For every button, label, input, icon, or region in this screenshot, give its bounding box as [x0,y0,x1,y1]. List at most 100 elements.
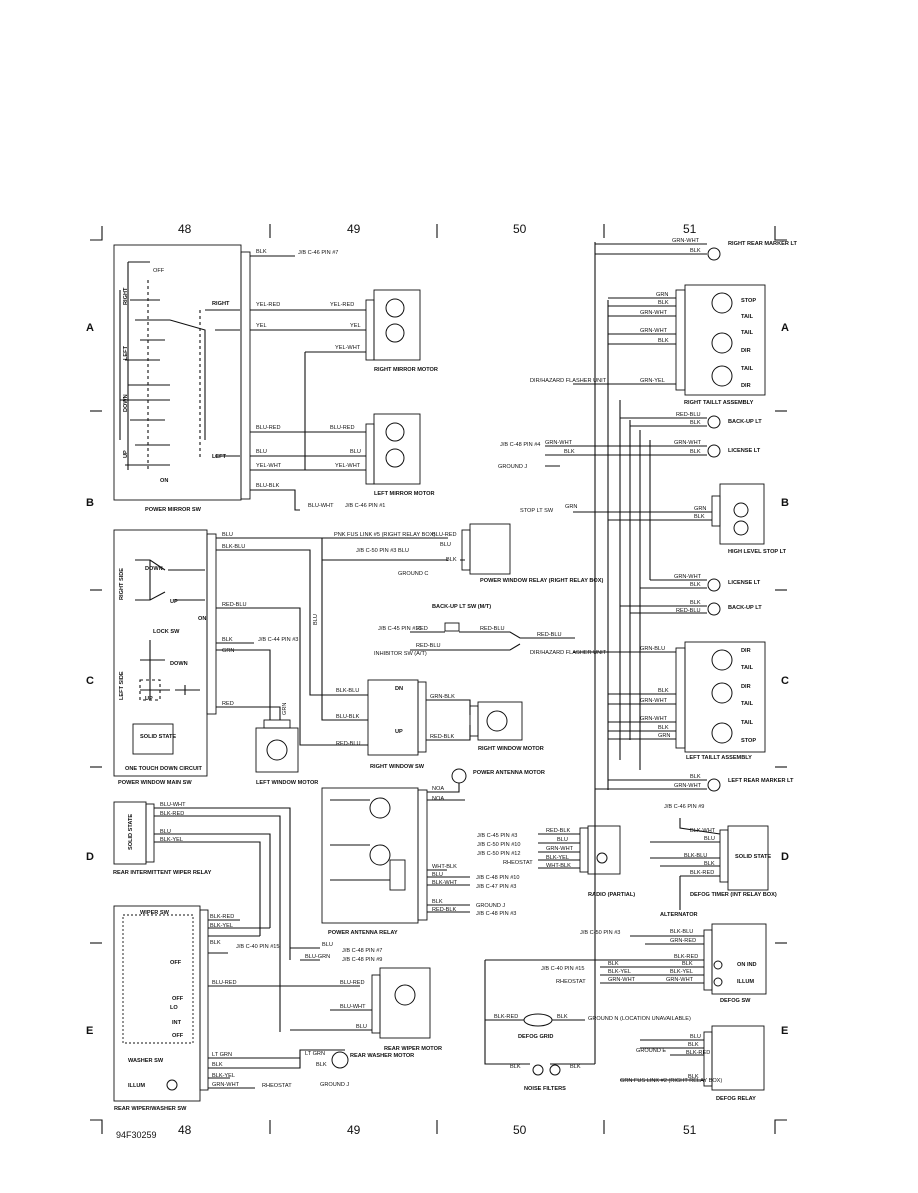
svg-text:BLK: BLK [690,600,701,606]
svg-text:GRN-WHT: GRN-WHT [640,716,668,722]
svg-text:BLK: BLK [212,1062,223,1068]
svg-text:YEL-RED: YEL-RED [330,302,354,308]
svg-text:BLU: BLU [256,449,267,455]
svg-text:BLK-YEL: BLK-YEL [210,923,233,929]
svg-text:TAIL: TAIL [741,720,754,726]
svg-text:RIGHT WINDOW MOTOR: RIGHT WINDOW MOTOR [478,746,544,752]
svg-text:ALTERNATOR: ALTERNATOR [660,912,698,918]
power-mirror-sw-label: POWER MIRROR SW [145,507,202,513]
svg-text:ON IND: ON IND [737,962,757,968]
column-label: 50 [513,222,527,236]
svg-text:BLK: BLK [682,961,693,967]
svg-text:J/B C-48 PIN #3: J/B C-48 PIN #3 [476,911,516,917]
svg-text:GROUND J: GROUND J [498,464,527,470]
svg-text:POWER ANTENNA MOTOR: POWER ANTENNA MOTOR [473,770,545,776]
svg-text:YEL-WHT: YEL-WHT [335,463,361,469]
svg-text:J/B C-48 PIN #7: J/B C-48 PIN #7 [342,948,382,954]
rear-wiper-washer-sw: WIPER SW OFF OFF LO INT OFF WASHER SW IL… [113,905,360,1112]
right-window-sw: DN UP RIGHT WINDOW SW GRN-BLK RED-BLK [367,679,471,770]
svg-text:RHEOSTAT: RHEOSTAT [556,979,586,985]
svg-text:BLU-RED: BLU-RED [340,980,365,986]
svg-text:GRN: GRN [222,648,234,654]
svg-text:BLU: BLU [313,614,319,625]
backup-license-right: BACK-UP LT LICENSE LT RED-BLU BLK GRN-WH… [498,412,762,470]
svg-text:ON: ON [198,616,206,622]
svg-text:J/B C-46 PIN #7: J/B C-46 PIN #7 [298,250,338,256]
svg-text:RHEOSTAT: RHEOSTAT [503,860,533,866]
svg-text:BLK-YEL: BLK-YEL [546,855,569,861]
noise-filters: BLK BLK NOISE FILTERS [484,960,595,1092]
svg-text:SOLID STATE: SOLID STATE [735,854,771,860]
power-antenna-motor: POWER ANTENNA MOTOR NOA NOA [427,768,545,802]
svg-text:BLK: BLK [690,420,701,426]
svg-text:RED-BLK: RED-BLK [546,828,571,834]
svg-text:GROUND N (LOCATION UNAVAILABLE: GROUND N (LOCATION UNAVAILABLE) [588,1016,691,1022]
svg-text:BLU: BLU [440,542,451,548]
svg-text:J/B C-46 PIN #1: J/B C-46 PIN #1 [345,503,385,509]
svg-text:OFF: OFF [153,268,165,274]
svg-text:TAIL: TAIL [741,330,754,336]
svg-text:REAR INTERMITTENT WIPER RELAY: REAR INTERMITTENT WIPER RELAY [113,870,212,876]
svg-text:UP: UP [123,450,129,458]
defog-sw: ON IND ILLUM DEFOG SW J/B C-50 PIN #3 BL… [485,923,767,1004]
svg-text:DEFOG RELAY: DEFOG RELAY [716,1096,756,1102]
svg-text:LOCK SW: LOCK SW [153,629,180,635]
svg-text:ONE TOUCH DOWN CIRCUIT: ONE TOUCH DOWN CIRCUIT [125,766,203,772]
backup-license-left: LICENSE LT BACK-UP LT GRN-WHT BLK BLK RE… [620,574,762,616]
svg-text:BLU-RED: BLU-RED [330,425,355,431]
svg-text:BLK-BLU: BLK-BLU [336,688,359,694]
row-label: B [781,497,789,509]
svg-text:BACK-UP LT: BACK-UP LT [728,419,762,425]
svg-text:GRN-WHT: GRN-WHT [640,310,668,316]
row-label: E [86,1025,93,1037]
svg-text:BLU-BLK: BLU-BLK [336,714,360,720]
svg-text:RIGHT TAILLT ASSEMBLY: RIGHT TAILLT ASSEMBLY [684,400,754,406]
svg-text:BLK-BLU: BLK-BLU [222,544,245,550]
svg-text:GRN-WHT: GRN-WHT [674,574,702,580]
svg-text:BLK: BLK [432,899,443,905]
svg-text:J/B C-46 PIN #9: J/B C-46 PIN #9 [664,804,704,810]
svg-text:BLU-BLK: BLU-BLK [256,483,280,489]
svg-text:TAIL: TAIL [741,665,754,671]
svg-text:GROUND E: GROUND E [636,1048,666,1054]
svg-text:DIR: DIR [741,348,751,354]
svg-text:STOP: STOP [741,738,756,744]
window-wiring: BLU BLK-BLU RED-BLU BLK J/B C-44 PIN #3 … [216,532,465,747]
left-taillt-assembly: DIR TAIL DIR TAIL TAIL STOP LEFT TAILLT … [530,641,766,761]
svg-text:BLU: BLU [432,872,443,878]
svg-text:BLK-RED: BLK-RED [690,870,714,876]
row-label: A [781,322,789,334]
svg-text:GRN-BLK: GRN-BLK [430,694,455,700]
svg-text:GRN: GRN [656,292,668,298]
svg-text:BLU: BLU [350,449,361,455]
svg-text:RED-BLU: RED-BLU [676,412,701,418]
svg-text:BLK-RED: BLK-RED [210,914,234,920]
svg-text:GRN: GRN [282,703,288,715]
svg-text:GRN-WHT: GRN-WHT [666,977,694,983]
svg-text:BLK: BLK [690,248,701,254]
svg-text:LEFT MIRROR MOTOR: LEFT MIRROR MOTOR [374,491,435,497]
svg-text:POWER WINDOW RELAY (RIGHT RELA: POWER WINDOW RELAY (RIGHT RELAY BOX) [480,578,604,584]
svg-text:YEL-WHT: YEL-WHT [256,463,282,469]
svg-text:RED-BLU: RED-BLU [537,632,562,638]
top-column-ticks [269,224,605,1134]
svg-text:BLK-YEL: BLK-YEL [212,1073,235,1079]
left-rear-marker-lt: LEFT REAR MARKER LT BLK GRN-WHT [595,774,794,792]
svg-text:GRN-WHT: GRN-WHT [640,698,668,704]
svg-text:BLU: BLU [557,837,568,843]
svg-text:BLU: BLU [222,532,233,538]
svg-text:GRN-WHT: GRN-WHT [545,440,573,446]
svg-text:BACK-UP LT SW (M/T): BACK-UP LT SW (M/T) [432,604,491,610]
svg-text:WHT-BLK: WHT-BLK [546,863,571,869]
svg-text:BLK-WHT: BLK-WHT [690,828,716,834]
svg-text:NOISE FILTERS: NOISE FILTERS [524,1086,566,1092]
svg-text:NOA: NOA [432,786,444,792]
svg-text:PNK FUS LINK #5 (RIGHT RELAY B: PNK FUS LINK #5 (RIGHT RELAY BOX) [334,532,435,538]
row-label: B [86,497,94,509]
svg-text:ILLUM: ILLUM [128,1083,145,1089]
svg-text:BLK-BLU: BLK-BLU [670,929,693,935]
svg-text:RIGHT SIDE: RIGHT SIDE [119,568,125,600]
defog-relay: DEFOG RELAY BLU BLK BLK-RED GROUND E BLK… [620,1025,765,1102]
svg-text:J/B C-50 PIN #3: J/B C-50 PIN #3 [356,548,396,554]
